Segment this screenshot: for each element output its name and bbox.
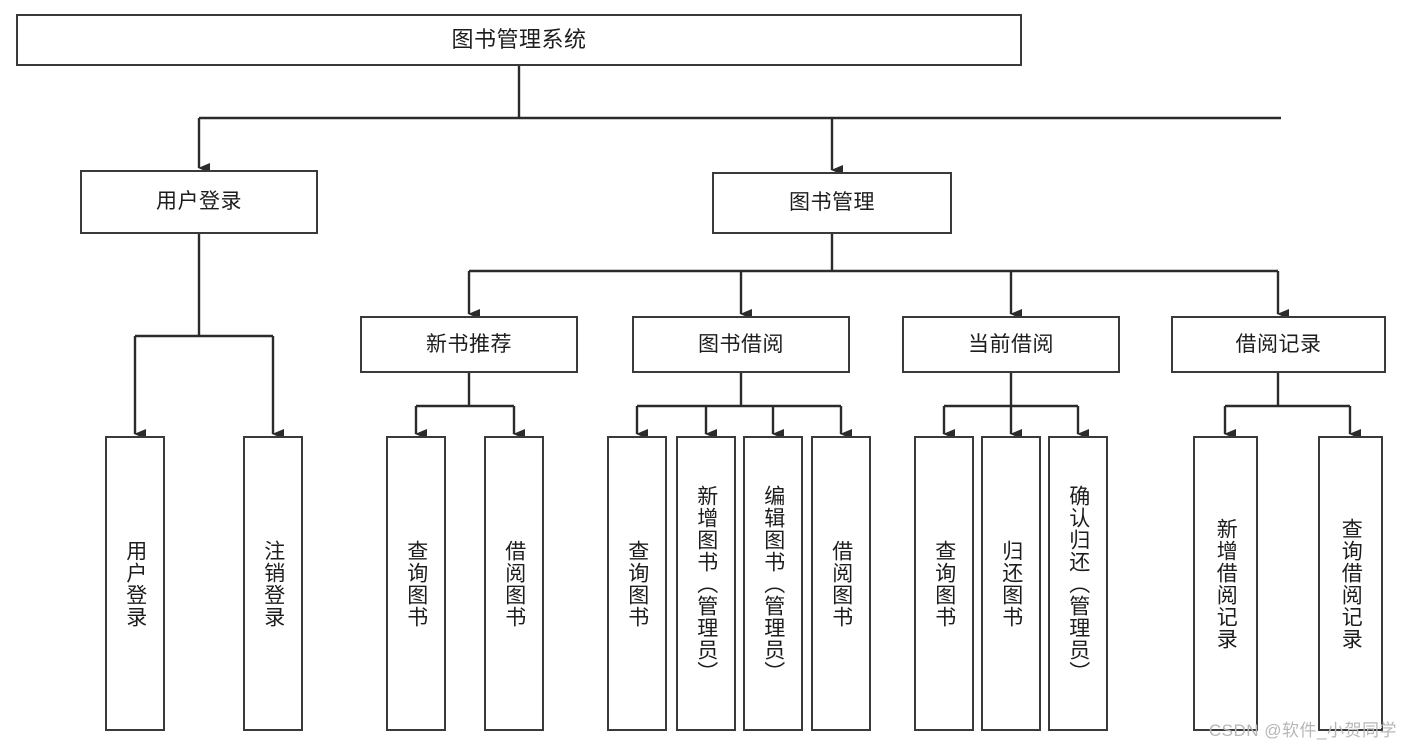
node-leaf-edit-book[interactable]: 编辑图书（管理员） [743,436,803,731]
leaf-text-wrap: 归还图书 [983,438,1039,729]
leaf-text-wrap: 确认归还（管理员） [1050,438,1106,729]
node-leaf-add-book-label: 新增图书（管理员） [694,484,718,683]
csdn-watermark: CSDN @软件_小贺同学 [1208,721,1397,740]
node-leaf-confirm-return[interactable]: 确认归还（管理员） [1048,436,1108,731]
node-leaf-add-record-label: 新增借阅记录 [1214,517,1238,650]
node-leaf-return-book[interactable]: 归还图书 [981,436,1041,731]
leaf-text-wrap: 新增图书（管理员） [678,438,734,729]
node-root-label: 图书管理系统 [451,26,587,52]
leaf-text-wrap: 编辑图书（管理员） [745,438,801,729]
edge-user-login-bus [135,234,273,338]
node-leaf-logout-login-label: 注销登录 [261,539,285,628]
leaf-text-wrap: 查询图书 [916,438,972,729]
node-borrow-record-label: 借阅记录 [1235,332,1322,356]
node-root[interactable]: 图书管理系统 [16,14,1022,66]
edge-borrow-record-bus [1225,373,1350,408]
node-new-book-rec[interactable]: 新书推荐 [360,316,578,373]
leaf-text-wrap: 借阅图书 [813,438,869,729]
node-current-borrow[interactable]: 当前借阅 [902,316,1120,373]
node-leaf-logout-login[interactable]: 注销登录 [243,436,303,731]
edge-book-borrow-bus [637,373,841,408]
node-leaf-borrow-book-rec[interactable]: 借阅图书 [484,436,544,731]
node-leaf-borrow-book-rec-label: 借阅图书 [502,539,526,628]
node-leaf-query-book-cb[interactable]: 查询图书 [914,436,974,731]
node-leaf-borrow-book-bb-label: 借阅图书 [829,539,853,628]
node-book-manage-label: 图书管理 [789,191,875,215]
node-new-book-rec-label: 新书推荐 [426,332,512,356]
node-leaf-user-login[interactable]: 用户登录 [105,436,165,731]
node-leaf-confirm-return-label: 确认归还（管理员） [1066,484,1090,683]
leaf-text-wrap: 注销登录 [245,438,301,729]
edge-root-to-bus [199,66,1281,120]
node-leaf-return-book-label: 归还图书 [999,539,1023,628]
leaf-text-wrap: 借阅图书 [486,438,542,729]
node-leaf-query-book-bb-label: 查询图书 [625,539,649,628]
node-leaf-edit-book-label: 编辑图书（管理员） [761,484,785,683]
edge-new-book-rec-bus [416,373,514,408]
leaf-text-wrap: 新增借阅记录 [1195,438,1256,729]
node-leaf-query-book-rec[interactable]: 查询图书 [386,436,446,731]
node-leaf-query-book-bb[interactable]: 查询图书 [607,436,667,731]
node-leaf-query-record-label: 查询借阅记录 [1339,517,1363,650]
node-book-borrow[interactable]: 图书借阅 [632,316,850,373]
node-borrow-record[interactable]: 借阅记录 [1171,316,1386,373]
node-leaf-query-record[interactable]: 查询借阅记录 [1318,436,1383,731]
node-leaf-query-book-cb-label: 查询图书 [932,539,956,628]
leaf-text-wrap: 用户登录 [107,438,163,729]
node-leaf-add-book[interactable]: 新增图书（管理员） [676,436,736,731]
leaf-text-wrap: 查询图书 [609,438,665,729]
node-current-borrow-label: 当前借阅 [968,332,1054,356]
leaf-text-wrap: 查询借阅记录 [1320,438,1381,729]
node-book-manage[interactable]: 图书管理 [712,172,952,234]
node-user-login-label: 用户登录 [156,190,242,214]
edge-current-borrow-bus [944,373,1078,408]
edge-book-manage-bus [469,234,1278,273]
node-user-login[interactable]: 用户登录 [80,170,318,234]
leaf-text-wrap: 查询图书 [388,438,444,729]
node-leaf-add-record[interactable]: 新增借阅记录 [1193,436,1258,731]
node-leaf-borrow-book-bb[interactable]: 借阅图书 [811,436,871,731]
node-book-borrow-label: 图书借阅 [698,332,784,356]
node-leaf-query-book-rec-label: 查询图书 [404,539,428,628]
node-leaf-user-login-label: 用户登录 [123,539,147,628]
